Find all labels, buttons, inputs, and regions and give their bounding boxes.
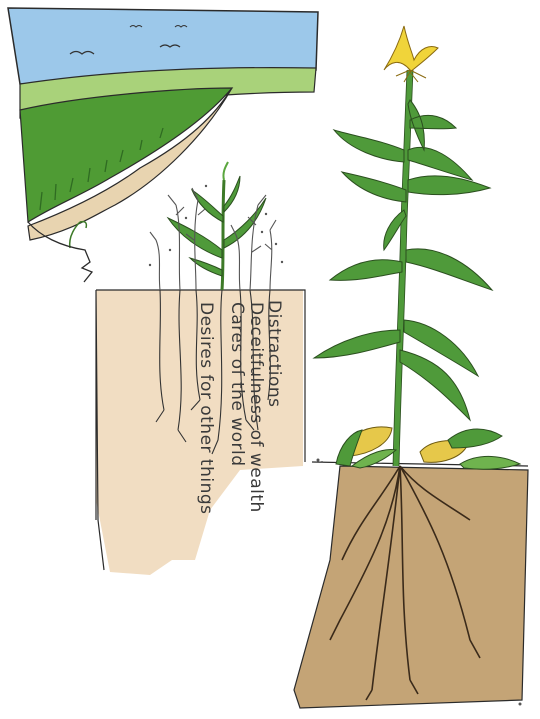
- label-distractions: Distractions: [264, 300, 284, 408]
- corn-ear-left: [336, 427, 396, 468]
- small-corn-top: [223, 162, 228, 180]
- corn-tassel: [384, 26, 438, 72]
- thorn-weeds: [150, 188, 276, 290]
- label-deceitfulness-of-wealth: Deceitfulness of wealth: [246, 302, 266, 513]
- good-soil-section: [294, 26, 528, 708]
- label-cares-of-the-world: Cares of the world: [227, 302, 247, 467]
- thorny-ground-section: Distractions Deceitfulness of wealth Car…: [96, 162, 305, 575]
- label-desires-for-other-things: Desires for other things: [196, 302, 216, 515]
- good-soil: [294, 466, 528, 708]
- corn-ear-right: [420, 429, 520, 469]
